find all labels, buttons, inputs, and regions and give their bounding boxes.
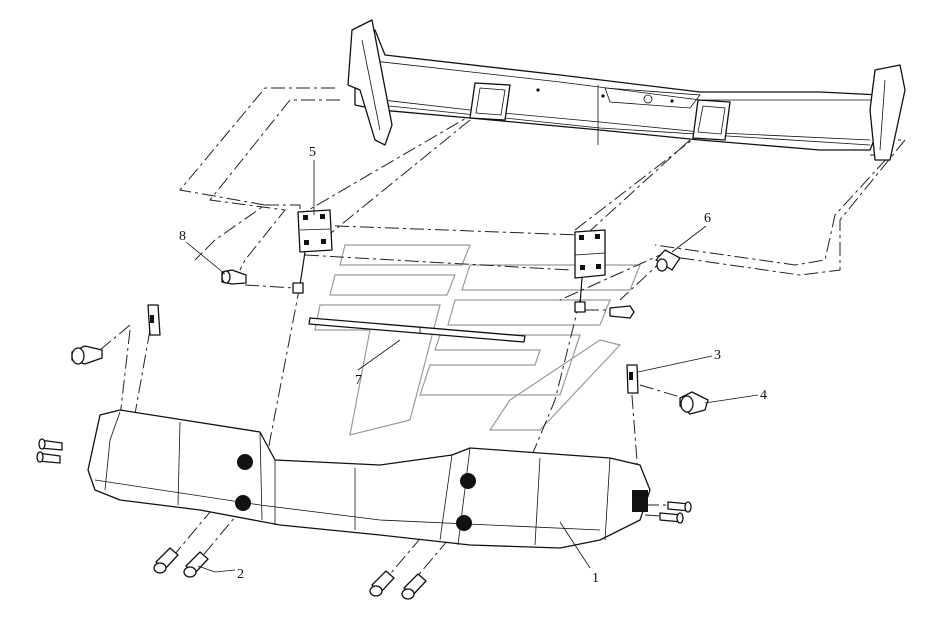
- callout-4: 4: [760, 388, 767, 403]
- bracket-left: [292, 209, 333, 294]
- callout-3: 3: [714, 348, 721, 363]
- bolts-bottom-center: [369, 570, 427, 600]
- bolt-right-nut: [609, 305, 635, 319]
- callout-6: 6: [704, 211, 711, 226]
- callout-2: 2: [237, 567, 244, 582]
- callout-5: 5: [309, 145, 316, 160]
- side-bracket-left: [147, 304, 161, 336]
- pins-right: [659, 501, 692, 524]
- callout-1: 1: [592, 571, 599, 586]
- bolt-8: [221, 269, 247, 285]
- callout-8: 8: [179, 229, 186, 244]
- pins-left: [36, 438, 63, 464]
- bolts-2: [153, 547, 209, 578]
- callout-7: 7: [355, 373, 362, 388]
- rod: [308, 317, 526, 343]
- upper-frame: [347, 19, 906, 161]
- bolt-4: [679, 391, 709, 415]
- side-bracket-right: [626, 364, 639, 394]
- bracket-right: [574, 229, 606, 313]
- bolts: [36, 249, 709, 600]
- leader-lines: [185, 160, 759, 573]
- bolt-6: [655, 249, 681, 272]
- bolt-flange-left: [71, 345, 103, 365]
- sun-visor: [87, 409, 651, 549]
